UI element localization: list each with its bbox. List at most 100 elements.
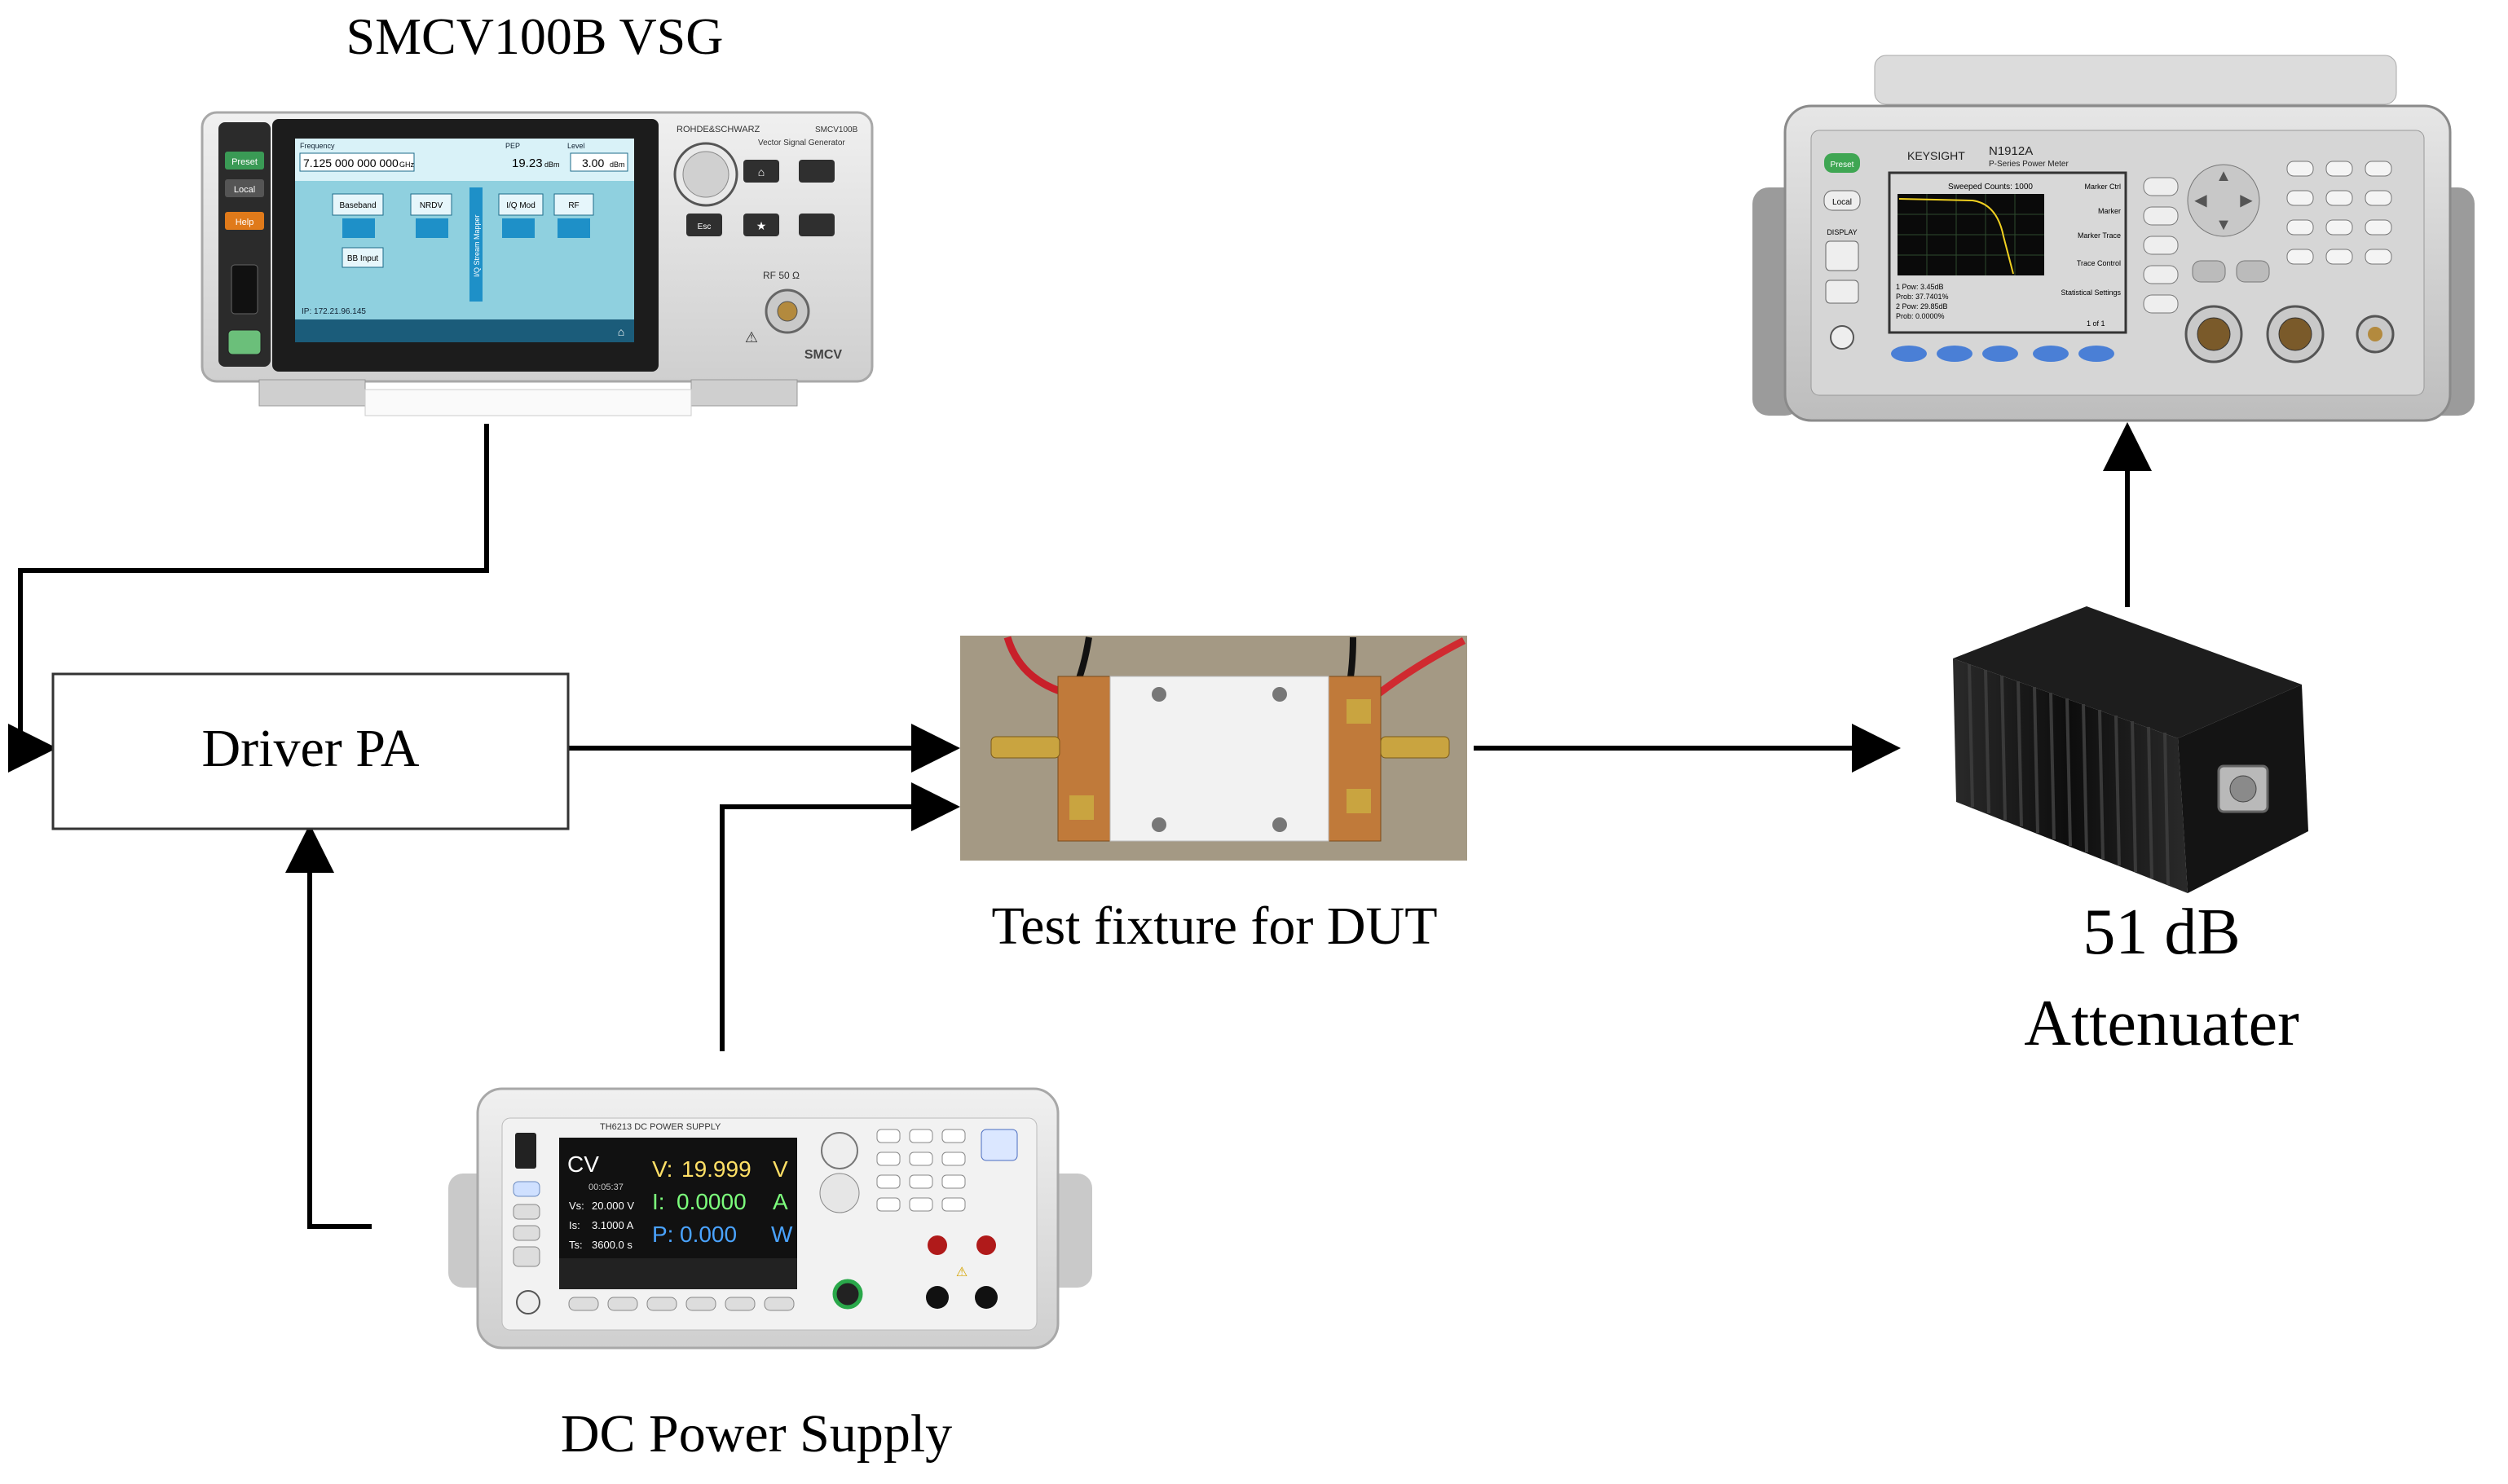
pm-softkey-3[interactable] <box>2143 236 2179 255</box>
dc-key-enter[interactable] <box>941 1197 966 1212</box>
dc-current-unit: A <box>773 1189 788 1214</box>
pm-num-8[interactable] <box>2325 161 2353 177</box>
pm-local-button[interactable] <box>1823 190 1861 211</box>
vsg-block-nrd-on[interactable] <box>416 218 448 238</box>
pm-menu-1[interactable]: Marker Ctrl <box>2085 183 2122 191</box>
dc-key-6[interactable] <box>941 1152 966 1166</box>
vsg-preset-label: Preset <box>231 157 258 167</box>
vsg-front-label: SMCV <box>804 348 843 362</box>
vsg-local-button[interactable] <box>225 179 264 197</box>
pm-num-4[interactable] <box>2286 190 2314 206</box>
vsg-block-bbinput[interactable] <box>342 247 384 268</box>
pm-key-cancel[interactable] <box>2236 260 2270 283</box>
vsg-key-star[interactable] <box>743 214 779 236</box>
dc-power-button[interactable] <box>516 1290 540 1314</box>
pm-num-6[interactable] <box>2365 190 2392 206</box>
pm-preset-button[interactable] <box>1824 153 1860 173</box>
pm-menu-4[interactable]: Trace Control <box>2077 259 2121 267</box>
vsg-freq-unit: GHz <box>399 161 415 169</box>
dc-key-tset[interactable] <box>513 1225 540 1241</box>
dc-key-vset[interactable] <box>513 1181 540 1197</box>
pm-num-3[interactable] <box>2365 219 2392 236</box>
vsg-block-iq-on[interactable] <box>502 218 535 238</box>
vsg-key-esc[interactable] <box>686 214 722 236</box>
dc-softkey-3[interactable] <box>646 1297 677 1311</box>
pm-num-1[interactable] <box>2286 219 2314 236</box>
pm-key-system[interactable] <box>1891 346 1927 362</box>
pm-arrow-pad[interactable] <box>2187 164 2260 237</box>
vsg-pep-value: 19.23 <box>512 156 543 170</box>
pm-num-9[interactable] <box>2365 161 2392 177</box>
dc-key-9[interactable] <box>941 1174 966 1189</box>
dc-softkey-2[interactable] <box>607 1297 638 1311</box>
vsg-block-baseband[interactable] <box>332 193 384 216</box>
connection-lines <box>8 422 2152 1229</box>
pm-num-2[interactable] <box>2325 219 2353 236</box>
vsg-key-home-icon: ⌂ <box>758 167 765 179</box>
vsg-preset-button[interactable] <box>225 152 264 170</box>
vsg-help-button[interactable] <box>225 212 264 230</box>
dc-key-iset[interactable] <box>513 1204 540 1220</box>
vsg-key-home[interactable] <box>743 160 779 183</box>
dc-rotary-knob[interactable] <box>821 1132 858 1169</box>
vsg-block-iq[interactable] <box>498 193 544 216</box>
vsg-key-1[interactable] <box>799 160 835 183</box>
pm-softkey-5[interactable] <box>2143 294 2179 314</box>
vsg-block-rf[interactable] <box>553 193 594 216</box>
vsg-brand: ROHDE&SCHWARZ <box>677 125 760 134</box>
dc-key-4[interactable] <box>876 1152 901 1166</box>
pm-num-0[interactable] <box>2286 249 2314 265</box>
pm-num-5[interactable] <box>2325 190 2353 206</box>
arrow-left-icon[interactable]: ◀ <box>2194 192 2207 209</box>
vsg-block-nrd[interactable] <box>410 193 452 216</box>
vsg-level-field[interactable] <box>570 152 628 172</box>
dc-arrow-pad[interactable] <box>819 1173 860 1213</box>
arrow-up-icon[interactable]: ▲ <box>2215 167 2232 185</box>
vsg-freq-field[interactable] <box>299 152 415 172</box>
pm-display-updown[interactable] <box>1825 240 1859 271</box>
dc-key-lock[interactable] <box>513 1246 540 1267</box>
dc-softkey-1[interactable] <box>568 1297 599 1311</box>
arrow-down-icon[interactable]: ▼ <box>2215 216 2232 234</box>
pm-display-select[interactable] <box>1825 280 1859 304</box>
pm-menu-3[interactable]: Marker Trace <box>2078 231 2121 240</box>
dc-key-1[interactable] <box>876 1129 901 1143</box>
pm-softkey-2[interactable] <box>2143 206 2179 226</box>
dc-key-7[interactable] <box>876 1174 901 1189</box>
dc-voltage-unit: V <box>773 1156 788 1182</box>
home-icon[interactable]: ⌂ <box>618 327 624 339</box>
pm-key-disp[interactable] <box>2078 346 2114 362</box>
pm-power-button[interactable] <box>1830 325 1854 350</box>
dc-key-5[interactable] <box>909 1152 933 1166</box>
dc-onoff-button[interactable] <box>981 1129 1018 1161</box>
pm-num-7[interactable] <box>2286 161 2314 177</box>
arrow-right-icon[interactable]: ▶ <box>2240 192 2253 209</box>
vsg-block-rf-on[interactable] <box>558 218 590 238</box>
dc-usb-port <box>515 1133 536 1169</box>
pm-menu-2[interactable]: Marker <box>2098 207 2121 215</box>
vsg-foot-left <box>258 379 366 407</box>
pm-key-enter[interactable] <box>2192 260 2226 283</box>
vsg-power-button[interactable] <box>227 329 262 355</box>
dc-softkey-5[interactable] <box>725 1297 756 1311</box>
star-icon: ★ <box>756 221 767 233</box>
dc-softkey-6[interactable] <box>764 1297 795 1311</box>
vsg-key-rfonoff[interactable] <box>799 214 835 236</box>
pm-menu-5[interactable]: Statistical Settings <box>2061 288 2121 297</box>
vsg-screen-footer <box>295 319 634 342</box>
dc-softkey-4[interactable] <box>685 1297 716 1311</box>
dc-key-2[interactable] <box>909 1129 933 1143</box>
pm-num-back[interactable] <box>2365 249 2392 265</box>
dc-key-0[interactable] <box>876 1197 901 1212</box>
pm-key-trigger[interactable] <box>1982 346 2018 362</box>
pm-softkey-4[interactable] <box>2143 265 2179 284</box>
attenuator-label-line1: 51 dB <box>2083 896 2240 968</box>
pm-key-channel[interactable] <box>1937 346 1972 362</box>
pm-num-dot[interactable] <box>2325 249 2353 265</box>
dc-key-dot[interactable] <box>909 1197 933 1212</box>
pm-key-meas[interactable] <box>2033 346 2069 362</box>
vsg-block-baseband-on[interactable] <box>342 218 375 238</box>
dc-key-8[interactable] <box>909 1174 933 1189</box>
dc-key-3[interactable] <box>941 1129 966 1143</box>
pm-softkey-1[interactable] <box>2143 177 2179 196</box>
